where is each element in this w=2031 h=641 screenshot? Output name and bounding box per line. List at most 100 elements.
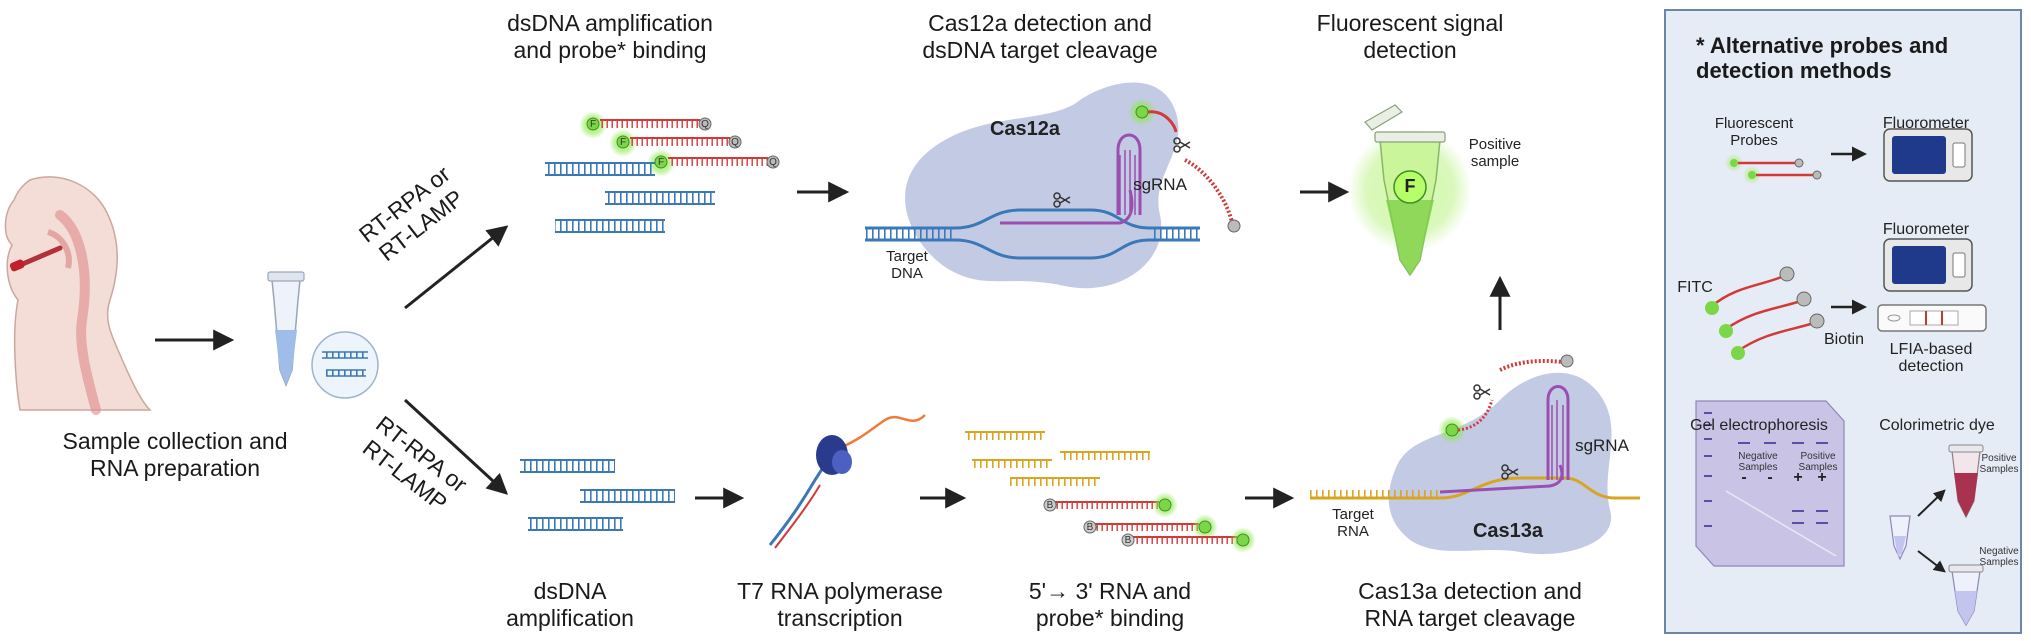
lfia-label: LFIA-based detection (1866, 341, 1996, 375)
panel-title: * Alternative probes and detection metho… (1696, 33, 2006, 83)
cas13a-label: Cas13a (1472, 520, 1544, 542)
lfia-line: LFIA-based (1889, 341, 1973, 358)
gel-sign: - (1767, 469, 1773, 486)
stage-label-sample-collection: Sample collection and RNA preparation (30, 428, 320, 482)
panel-title-line: * Alternative probes and (1696, 33, 1949, 58)
negative-samples-label: Negative Samples (1974, 546, 2024, 568)
gel-neg-line: Samples (1738, 462, 1778, 473)
fluorescent-probes-line: Probes (1730, 132, 1778, 149)
sample-tube-icon (267, 271, 379, 399)
gel-sign: + (1793, 469, 1803, 486)
stage-label-dsdna-amplification: dsDNA amplification (480, 578, 660, 632)
tube-fluor-letter: F (1404, 176, 1416, 196)
stage-label-cas12a-detection: Cas12a detection and dsDNA target cleava… (890, 10, 1190, 64)
rna-probe-cluster (965, 431, 1256, 553)
fitc-label: FITC (1677, 279, 1713, 296)
colorimetric-label: Colorimetric dye (1879, 417, 1995, 434)
fluorescent-probe-icon (1725, 154, 1822, 184)
sgrna-label: sgRNA (1575, 436, 1629, 455)
arrow (403, 398, 509, 495)
gel-positive-label: Positive Samples (1788, 451, 1848, 473)
biotin-label: B (1046, 500, 1054, 511)
t7-polymerase-icon (768, 414, 926, 549)
sgrna-label: sgRNA (1133, 175, 1187, 194)
gel-electrophoresis-icon (1695, 400, 1845, 567)
gel-pos-line: Samples (1798, 462, 1838, 473)
fluor-label: F (657, 157, 665, 168)
stage-label-line: T7 RNA polymerase (737, 578, 943, 604)
colorimetric-tubes-icon (1889, 444, 1984, 627)
quencher-label: Q (701, 119, 709, 130)
pos-samples-line: Positive (1981, 453, 2017, 464)
neg-samples-line: Samples (1979, 557, 2019, 568)
gel-negative-label: Negative Samples (1728, 451, 1788, 473)
dsdna-amplification-icon (520, 459, 675, 531)
stage-label-line: 5'→ 3' RNA and (1028, 578, 1192, 604)
pos-samples-line: Samples (1979, 464, 2019, 475)
stage-label-line: probe* binding (1035, 605, 1185, 631)
stage-label-dsdna-probe-binding: dsDNA amplification and probe* binding (470, 10, 750, 64)
gel-label: Gel electrophoresis (1690, 417, 1828, 434)
stage-label-line: detection (1363, 37, 1457, 63)
stage-label-t7-transcription: T7 RNA polymerase transcription (720, 578, 960, 632)
fluorometer-label: Fluorometer (1882, 115, 1970, 132)
panel-title-line: detection methods (1696, 58, 1892, 83)
target-rna-label: Target RNA (1318, 506, 1388, 540)
workflow-diagram (4, 82, 1640, 555)
panel-illustrations (1695, 128, 1987, 627)
scissors-icon (1173, 137, 1191, 153)
target-line: DNA (891, 265, 923, 282)
neg-samples-line: Negative (1979, 546, 2019, 557)
stage-label-line: Cas13a detection and (1358, 578, 1582, 604)
stage-label-cas13a-detection: Cas13a detection and RNA target cleavage (1320, 578, 1620, 632)
positive-samples-label: Positive Samples (1974, 453, 2024, 475)
fluorometer-label: Fluorometer (1882, 221, 1970, 238)
fluor-label: F (619, 137, 627, 148)
stage-label-fluorescent-detection: Fluorescent signal detection (1290, 10, 1530, 64)
stage-label-line: RNA preparation (89, 455, 261, 481)
biotin-label: B (1086, 522, 1094, 533)
stage-label-line: and probe* binding (513, 37, 707, 63)
cas13a-complex (1310, 354, 1640, 555)
cas12a-complex (865, 82, 1241, 289)
quencher-label: Q (769, 157, 777, 168)
biotin-text-label: Biotin (1823, 331, 1865, 348)
stage-label-rna-probe-binding: 5'→ 3' RNA and probe* binding (1000, 578, 1220, 632)
stage-label-line: dsDNA target cleavage (922, 37, 1158, 63)
stage-label-line: dsDNA amplification (507, 10, 713, 36)
fluorometer-icon (1883, 238, 1973, 292)
stage-label-line: Sample collection and (62, 428, 288, 454)
scissors-icon (1473, 384, 1491, 400)
target-line: Target (886, 248, 928, 265)
positive-sample-tube (1348, 104, 1472, 277)
stage-label-line: transcription (777, 605, 903, 631)
fluorescent-probes-line: Fluorescent (1714, 115, 1794, 132)
gel-sign: + (1817, 469, 1827, 486)
target-dna-label: Target DNA (872, 248, 942, 282)
fluorometer-icon (1883, 128, 1973, 182)
target-line: Target (1332, 506, 1374, 523)
alternative-methods-panel: * Alternative probes and detection metho… (1664, 9, 2022, 634)
scissors-icon (1501, 464, 1519, 480)
stage-label-line: dsDNA (533, 578, 607, 604)
biotin-label: B (1124, 535, 1132, 546)
cas12a-label: Cas12a (989, 118, 1061, 140)
fluor-label: F (589, 119, 597, 130)
gel-neg-line: Negative (1738, 451, 1778, 462)
gel-sign: - (1741, 469, 1747, 486)
arrow (404, 225, 509, 310)
positive-sample-label: Positive sample (1455, 136, 1535, 170)
positive-line: sample (1470, 153, 1520, 170)
lfia-strip-icon (1877, 304, 1987, 332)
lfia-line: detection (1898, 358, 1964, 375)
stage-label-line: Cas12a detection and (928, 10, 1152, 36)
positive-line: Positive (1468, 136, 1522, 153)
fitc-biotin-probe-icon (1705, 266, 1825, 360)
dsdna-probe-cluster (545, 111, 780, 233)
fluorescent-probes-label: Fluorescent Probes (1694, 115, 1814, 149)
stage-label-line: Fluorescent signal (1316, 10, 1504, 36)
patient-head-illustration (4, 176, 152, 415)
quencher-label: Q (731, 137, 739, 148)
target-line: RNA (1337, 523, 1369, 540)
stage-label-line: RNA target cleavage (1364, 605, 1576, 631)
